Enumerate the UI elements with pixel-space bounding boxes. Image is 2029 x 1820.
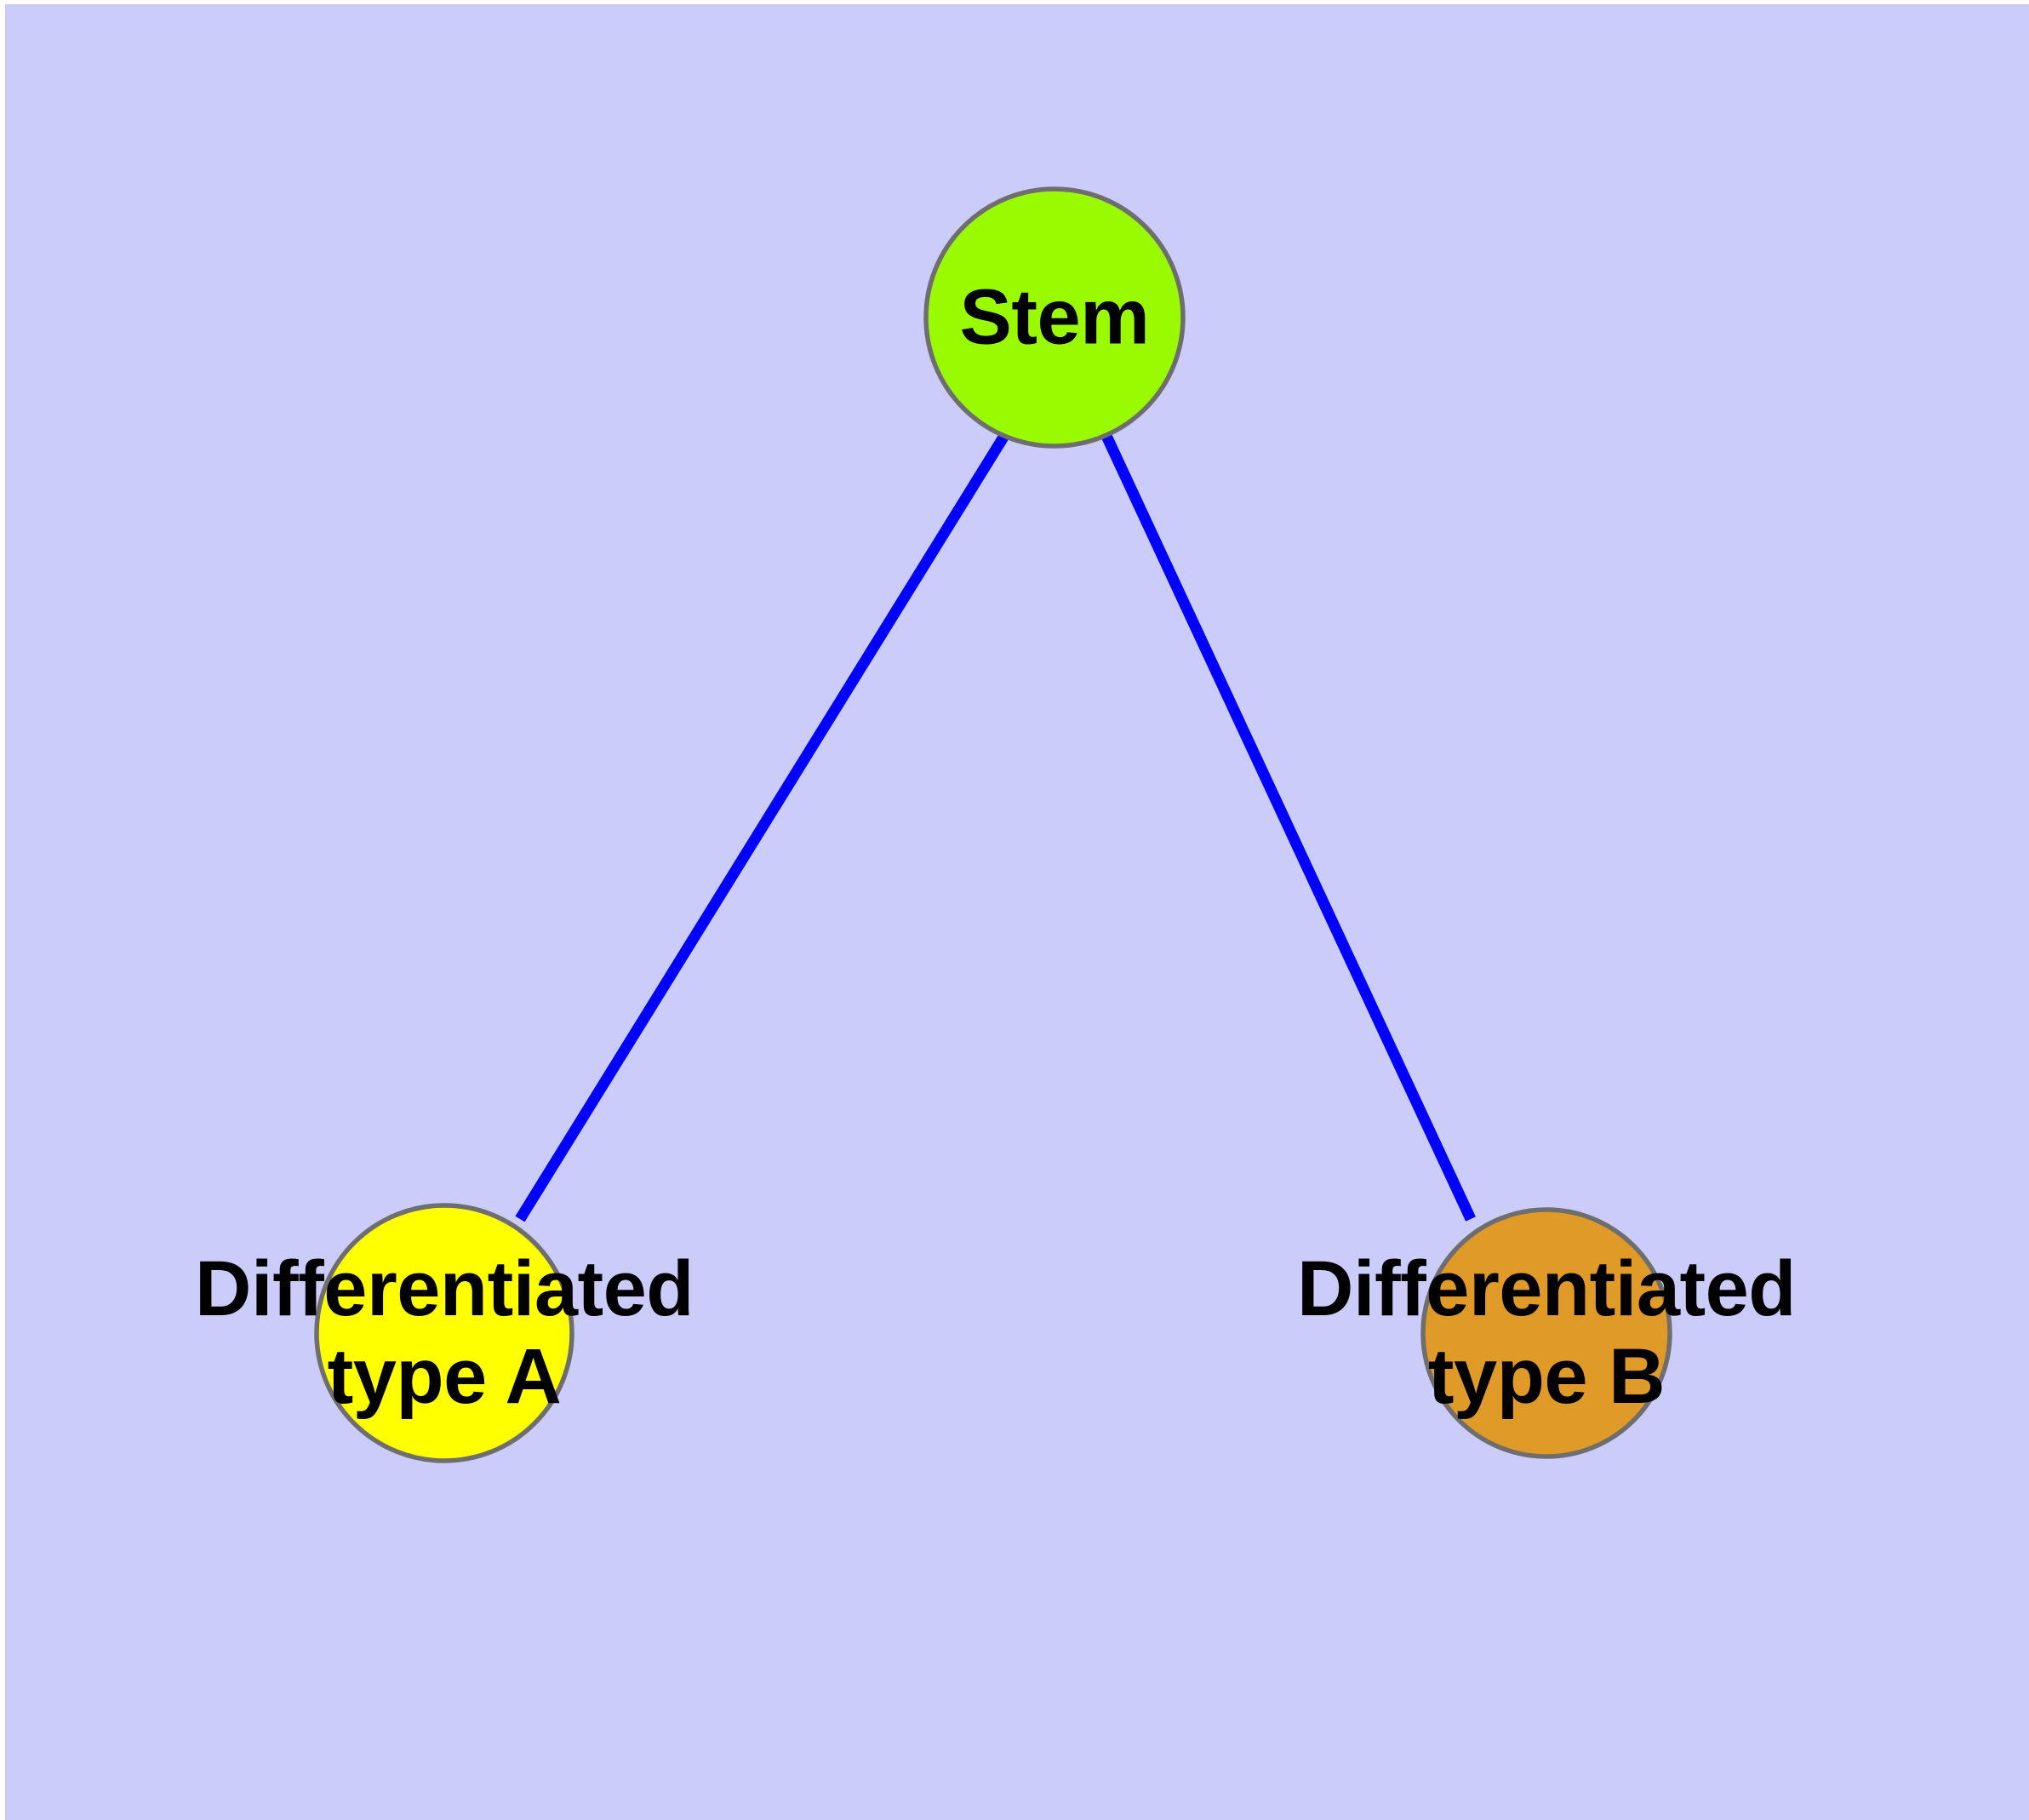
graph-edge-stem-diff_a[interactable] <box>515 432 1009 1222</box>
graph-node-stem[interactable] <box>923 186 1186 449</box>
graph-edge-stem-diff_b[interactable] <box>1101 433 1476 1222</box>
edges-layer <box>515 432 1476 1222</box>
nodes-layer <box>314 186 1672 1463</box>
graph-node-diff_b[interactable] <box>1420 1207 1672 1459</box>
graph-node-diff_a[interactable] <box>314 1203 574 1463</box>
